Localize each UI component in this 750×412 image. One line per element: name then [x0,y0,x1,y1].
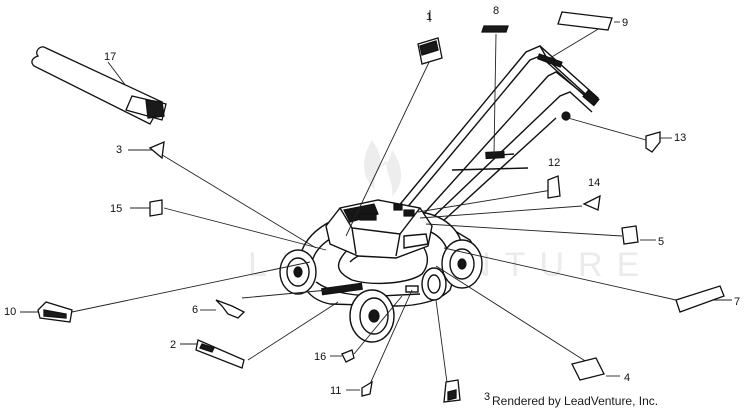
credit-text: Rendered by LeadVenture, Inc. [492,394,659,408]
callout-6: 6 [192,304,198,316]
callout-8: 8 [493,5,499,17]
part-clip-13 [645,131,661,153]
part-decal-3-bottom [443,379,461,403]
callout-10: 10 [4,306,16,318]
callout-11: 11 [330,385,341,397]
rear-left-wheel [349,289,395,343]
part-decal-3-top [148,140,165,160]
callout-15: 15 [110,203,122,215]
callout-5: 5 [658,236,664,248]
part-label-8 [481,25,509,33]
mower-assembly [279,45,600,343]
part-label-4 [571,357,605,381]
part-decal-14 [582,194,601,211]
callout-labels: 1 8 9 17 3 13 12 14 15 5 7 10 6 2 16 4 1… [4,5,740,403]
part-bracket-10 [37,301,73,323]
callout-13: 13 [674,132,686,144]
part-strip-7 [675,285,725,313]
part-label-9 [557,11,613,31]
part-tag-11 [361,380,373,397]
callout-3-bottom: 3 [484,391,490,403]
part-decal-15 [149,199,163,217]
callout-14: 14 [588,177,600,189]
front-left-wheel [279,249,317,295]
part-label-1 [417,37,443,65]
rear-right-wheel [441,239,483,289]
part-tag-12 [547,175,561,199]
callout-17: 17 [104,51,116,63]
callout-12: 12 [548,157,560,169]
callout-2: 2 [170,339,176,351]
callout-9: 9 [622,17,628,29]
part-strip-2 [195,339,245,369]
engine-cover [325,199,433,259]
part-decal-5 [621,225,639,245]
callout-3-top: 3 [116,144,122,156]
callout-1: 1 [426,11,432,23]
callout-4: 4 [624,372,630,384]
part-decal-16 [341,349,355,363]
part-grip-tube [31,46,167,125]
parts [31,11,725,403]
callout-16: 16 [314,351,326,363]
front-right-wheel [421,267,447,301]
part-bracket-6 [215,299,246,319]
callout-7: 7 [734,296,740,308]
